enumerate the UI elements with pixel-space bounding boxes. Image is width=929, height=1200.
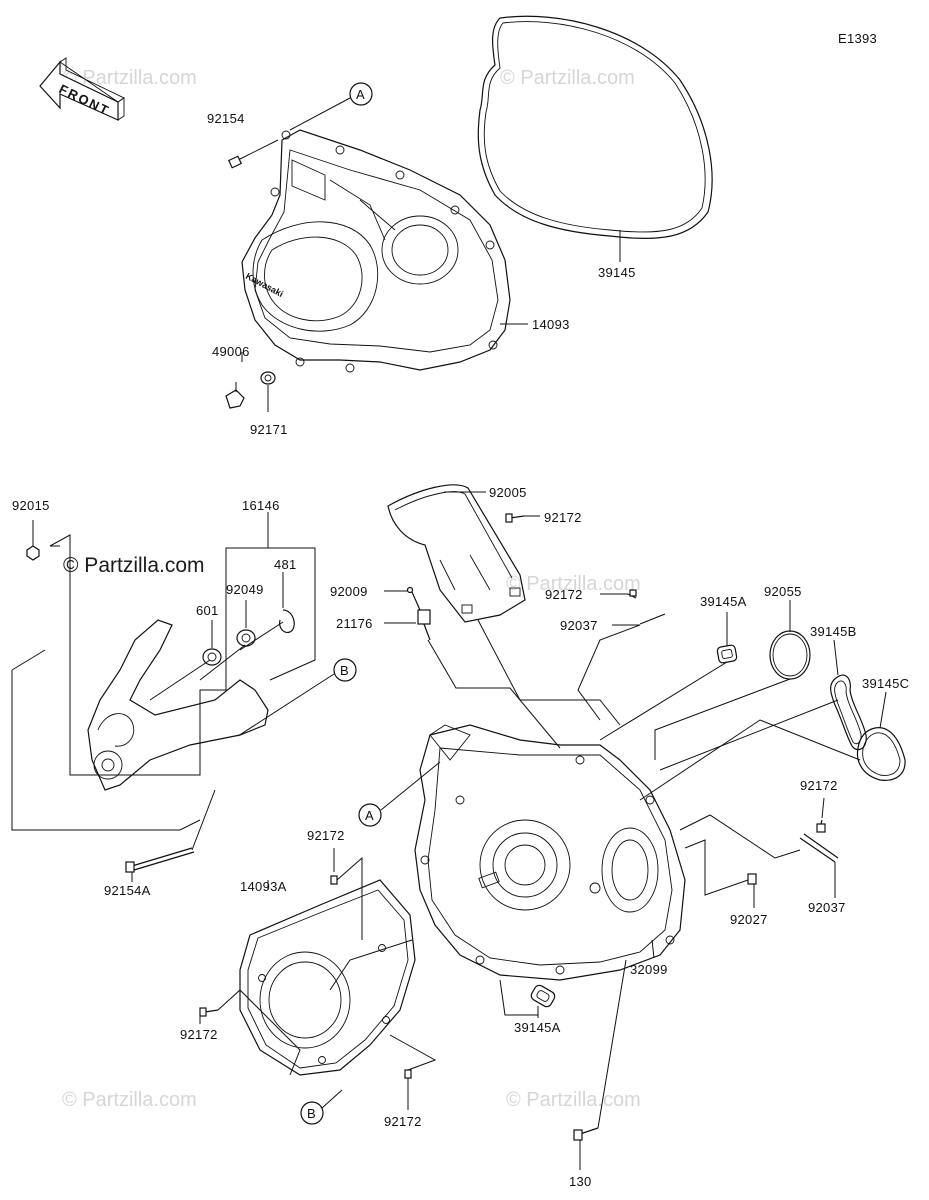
label-21176: 21176 [336, 616, 373, 631]
circlip-481-icon [279, 609, 295, 633]
label-92037-a: 92037 [560, 618, 598, 633]
watermark-mid-right: © Partzilla.com [506, 573, 641, 595]
watermark-bottom-left: © Partzilla.com [62, 1089, 197, 1111]
label-92172-e: 92172 [180, 1027, 218, 1042]
label-39145C: 39145C [862, 676, 909, 691]
watermark-top-right: © Partzilla.com [500, 67, 635, 89]
svg-text:B: B [340, 663, 349, 678]
label-92015: 92015 [12, 498, 50, 513]
pin-92037-right-icon [799, 833, 839, 863]
label-92154A: 92154A [104, 883, 151, 898]
label-39145B: 39145B [810, 624, 857, 639]
label-14093: 14093 [532, 317, 570, 332]
label-92172-d: 92172 [307, 828, 345, 843]
bolt-92172-cover-top-icon [330, 875, 338, 885]
label-16146: 16146 [242, 498, 280, 513]
outer-clutch-cover: Kawasaki [241, 129, 511, 373]
svg-text:A: A [365, 808, 374, 823]
bolt-92172-cover-left-icon [199, 1007, 219, 1017]
label-39145: 39145 [598, 265, 636, 280]
gasket-39145-inner [483, 21, 706, 233]
label-92172-c: 92172 [800, 778, 838, 793]
bearing-92049-icon [236, 629, 256, 647]
label-32099: 32099 [630, 962, 668, 977]
label-92027: 92027 [730, 912, 768, 927]
bracket-leader-frame [49, 534, 316, 776]
seal-39145A-top-icon [716, 644, 738, 664]
svg-text:A: A [356, 87, 365, 102]
part-labels: 92154 14093 39145 49006 92171 92015 1614… [12, 111, 909, 1189]
label-92055: 92055 [764, 584, 802, 599]
diagram-code: E1393 [838, 31, 877, 46]
bolt-92172-right-icon [816, 819, 826, 833]
label-92154: 92154 [207, 111, 245, 126]
label-14093A: 14093A [240, 879, 287, 894]
svg-text:B: B [307, 1106, 316, 1121]
label-39145A-bottom: 39145A [514, 1020, 561, 1035]
bolt-130-icon [573, 959, 627, 1141]
cap-49006-icon [225, 389, 245, 409]
label-92049: 92049 [226, 582, 264, 597]
bolt-92172-duct-icon [505, 513, 525, 523]
duct-92005 [387, 484, 526, 623]
label-601: 601 [196, 603, 219, 618]
bolt-92154A-icon [125, 789, 216, 873]
label-92037-b: 92037 [808, 900, 846, 915]
label-92005: 92005 [489, 485, 527, 500]
label-481: 481 [274, 557, 297, 572]
sensor-21176-icon [406, 586, 431, 641]
nut-92015-icon [26, 545, 40, 561]
o-ring-92055-icon [769, 630, 811, 680]
callout-b-mid: B [237, 658, 357, 737]
outer-cover-14093A [239, 879, 416, 1076]
label-39145A-top: 39145A [700, 594, 747, 609]
bolt-92172-mid-icon [627, 589, 637, 599]
bolt-92027-icon [747, 873, 757, 885]
gasket-39145 [477, 15, 713, 240]
label-92172-b: 92172 [545, 587, 583, 602]
seal-601-icon [202, 648, 222, 666]
bolt-92172-cover-bottom-icon [404, 1069, 412, 1079]
leader-lines [32, 230, 887, 1170]
callout-a-bottom: A [358, 761, 441, 827]
gasket-39145C-icon [856, 727, 906, 781]
watermark-top-left: © Partzilla.com [62, 67, 197, 89]
bolt-92154-icon [227, 139, 279, 169]
watermark-bottom-right: © Partzilla.com [506, 1089, 641, 1111]
seal-39145A-bottom-icon [530, 984, 556, 1008]
watermark-mid-left: © Partzilla.com [63, 554, 205, 577]
callout-a-top: A [289, 82, 373, 131]
pin-92037-upper [639, 613, 666, 625]
label-92172-f: 92172 [384, 1114, 422, 1129]
label-49006: 49006 [212, 344, 250, 359]
label-92171: 92171 [250, 422, 288, 437]
label-92172-a: 92172 [544, 510, 582, 525]
label-92009: 92009 [330, 584, 368, 599]
callout-b-bottom: B [300, 1089, 343, 1125]
label-130: 130 [569, 1174, 592, 1189]
bracket-16146 [87, 619, 269, 791]
grommet-92171-icon [260, 371, 276, 385]
inner-case-32099 [414, 724, 686, 981]
